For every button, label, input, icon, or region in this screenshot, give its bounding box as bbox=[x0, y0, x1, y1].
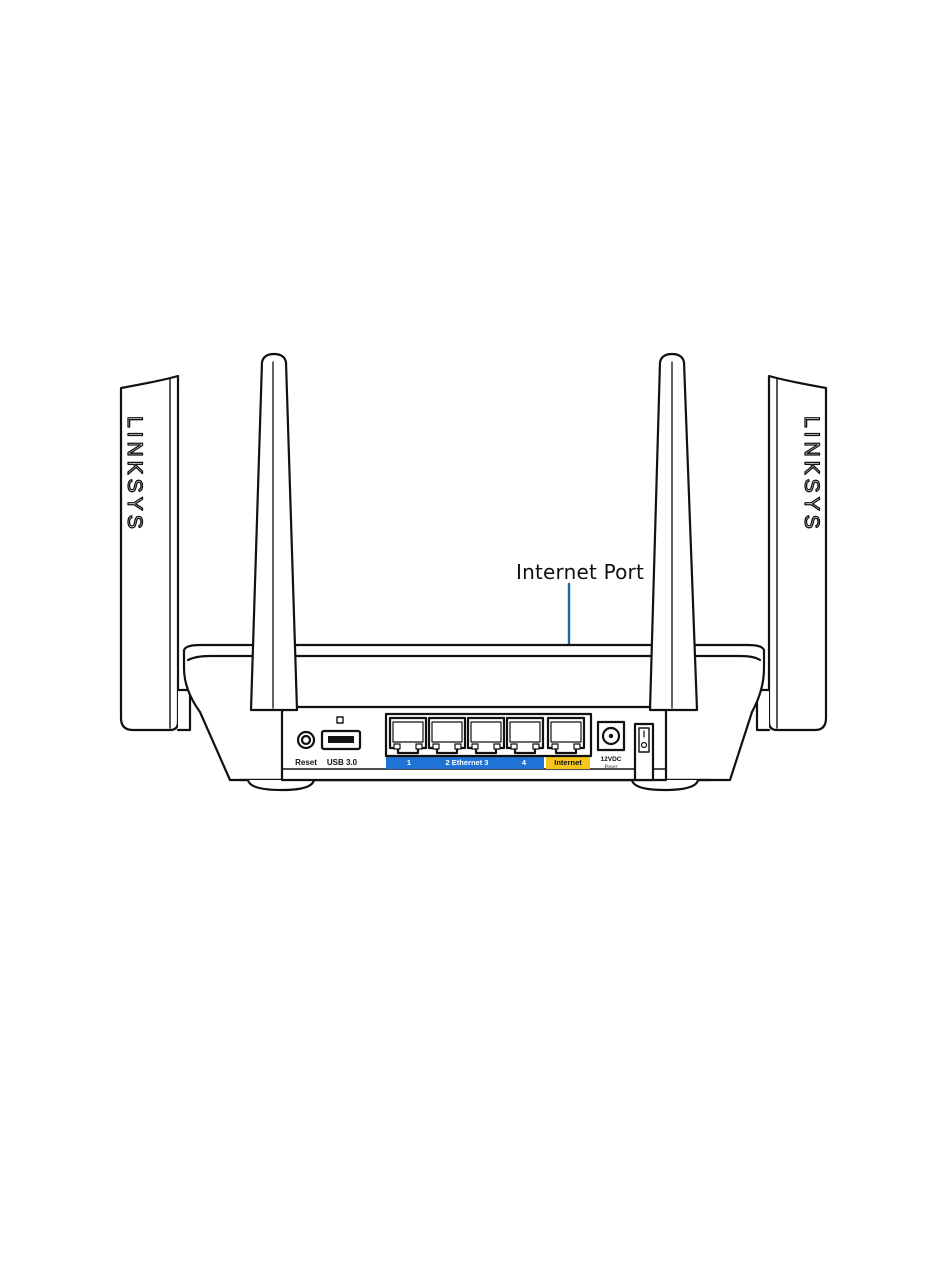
label-ethernet-1: 1 bbox=[407, 758, 411, 767]
label-reset: Reset bbox=[295, 758, 317, 767]
reset-button-icon[interactable] bbox=[298, 732, 314, 748]
ethernet-port-icon[interactable] bbox=[468, 718, 504, 753]
brand-wordmark-left: LINKSYS bbox=[123, 416, 146, 533]
left-paddle-antenna: LINKSYS bbox=[121, 376, 178, 730]
brand-wordmark-right: LINKSYS bbox=[800, 416, 823, 533]
label-internet: Internet bbox=[554, 758, 582, 767]
ethernet-port-icon[interactable] bbox=[507, 718, 543, 753]
power-jack-icon[interactable] bbox=[598, 722, 624, 750]
ethernet-port-icon[interactable] bbox=[429, 718, 465, 753]
label-ethernet-2-3: 2 Ethernet 3 bbox=[446, 758, 489, 767]
label-power: Power bbox=[603, 765, 617, 770]
label-usb: USB 3.0 bbox=[327, 758, 358, 767]
ethernet-port-icon[interactable] bbox=[390, 718, 426, 753]
power-switch-icon[interactable] bbox=[635, 724, 653, 780]
internet-port-icon[interactable] bbox=[548, 718, 584, 753]
left-center-antenna bbox=[251, 354, 297, 710]
label-power-12vdc: 12VDC bbox=[601, 756, 622, 763]
right-center-antenna bbox=[650, 354, 697, 710]
right-paddle-antenna: LINKSYS bbox=[769, 376, 826, 730]
